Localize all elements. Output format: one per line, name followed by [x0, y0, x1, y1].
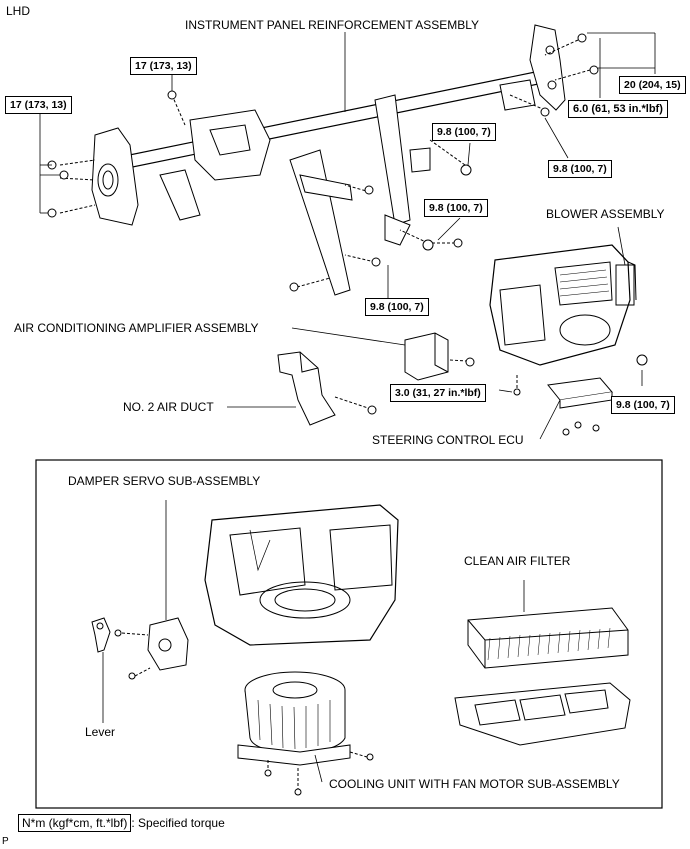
torque-label-17-left: 17 (173, 13): [5, 96, 72, 114]
clean-air-filter-label: CLEAN AIR FILTER: [464, 554, 571, 568]
torque-label-9-8-d: 9.8 (100, 7): [365, 298, 429, 316]
orientation-label: LHD: [6, 4, 31, 18]
footer-code: P: [2, 836, 9, 847]
legend-text: : Specified torque: [131, 816, 225, 830]
damper-servo-label: DAMPER SERVO SUB-ASSEMBLY: [68, 474, 261, 488]
fan-motor-drawing: [237, 671, 374, 796]
legend-unit-box: N*m (kgf*cm, ft.*lbf): [18, 814, 132, 832]
steering-ecu-drawing: [513, 375, 613, 436]
torque-label-3: 3.0 (31, 27 in.*lbf): [390, 384, 486, 402]
air-duct-drawing: [277, 351, 377, 426]
torque-label-20: 20 (204, 15): [619, 76, 686, 94]
blower-assembly-drawing: [489, 244, 637, 366]
air-duct-label: NO. 2 AIR DUCT: [123, 400, 214, 414]
blower-bolt: [636, 354, 648, 366]
torque-label-9-8-b: 9.8 (100, 7): [548, 160, 612, 178]
torque-label-9-8-e: 9.8 (100, 7): [611, 396, 675, 414]
ac-amplifier-label: AIR CONDITIONING AMPLIFIER ASSEMBLY: [14, 321, 259, 335]
torque-label-9-8-a: 9.8 (100, 7): [432, 123, 496, 141]
instrument-panel-label: INSTRUMENT PANEL REINFORCEMENT ASSEMBLY: [185, 18, 480, 32]
blower-assembly-label: BLOWER ASSEMBLY: [546, 207, 665, 221]
torque-label-6: 6.0 (61, 53 in.*lbf): [568, 100, 668, 118]
damper-servo-drawing: [114, 617, 189, 680]
torque-label-17-top: 17 (173, 13): [130, 57, 197, 75]
detail-frame: [35, 459, 663, 809]
lever-label: Lever: [85, 725, 116, 739]
cooling-unit-label: COOLING UNIT WITH FAN MOTOR SUB-ASSEMBLY: [329, 777, 620, 791]
bolts-upper: [47, 33, 599, 292]
clean-air-filter-drawing: [454, 607, 631, 746]
leader-lines: [39, 32, 656, 783]
blower-housing-drawing: [204, 504, 399, 646]
steering-ecu-label: STEERING CONTROL ECU: [372, 433, 524, 447]
torque-label-9-8-c: 9.8 (100, 7): [424, 199, 488, 217]
ac-amplifier-drawing: [404, 332, 475, 381]
instrument-panel-drawing: [59, 24, 591, 296]
torque-legend: N*m (kgf*cm, ft.*lbf): Specified torque: [18, 814, 225, 832]
lever-drawing: [91, 617, 111, 653]
